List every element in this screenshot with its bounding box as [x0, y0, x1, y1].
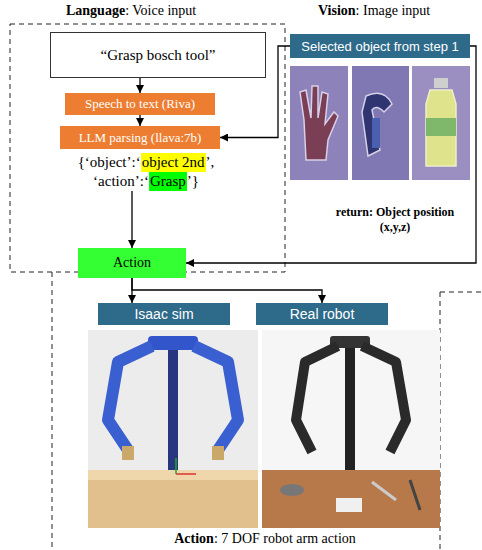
- node-text: Real robot: [290, 306, 355, 322]
- highlight: object 2nd: [141, 153, 206, 172]
- tool: [372, 482, 396, 500]
- node-text: object 2nd: [142, 153, 205, 172]
- label-row: Vision: Image input: [318, 3, 430, 19]
- node-text: Action: [113, 255, 151, 271]
- photo-background: [262, 330, 440, 470]
- node-text: Isaac sim: [134, 306, 193, 322]
- wood-top: [88, 470, 258, 480]
- bosch-tool: [362, 93, 392, 156]
- dashed-region: [10, 24, 285, 272]
- axis: [176, 473, 196, 475]
- caption-text: Vision: [318, 3, 356, 18]
- sim-background: [88, 330, 258, 528]
- dashed-line: [440, 292, 482, 293]
- object-photo: [352, 66, 409, 180]
- header-tab: Selected object from step 1: [290, 34, 470, 58]
- connector-arrow: [131, 191, 132, 248]
- label-row: Action: 7 DOF robot arm action: [174, 531, 356, 547]
- node-text: “Grasp bosch tool”: [101, 47, 216, 64]
- dashed-line: [52, 272, 53, 550]
- robot-arm: [194, 346, 238, 450]
- connector-arrow: [132, 278, 322, 303]
- node-text: {‘object’:‘: [78, 153, 141, 172]
- glove: [300, 86, 338, 160]
- header-tab: Real robot: [256, 303, 388, 325]
- node-text: Speech to text (Riva): [85, 96, 195, 112]
- object-photo: [290, 66, 348, 180]
- tool: [280, 484, 304, 496]
- table: [262, 470, 440, 528]
- object-photo: [412, 66, 470, 180]
- robot-pole: [168, 344, 178, 470]
- tool-grip: [372, 118, 380, 148]
- axis: [175, 458, 177, 474]
- caption-text: Action: [174, 531, 214, 546]
- tool: [336, 498, 362, 512]
- process-box: LLM parsing (llava:7b): [60, 126, 220, 149]
- node-text: Grasp: [150, 172, 186, 191]
- robot-shoulder: [148, 336, 198, 350]
- node-text: ‘action’:‘: [93, 172, 149, 191]
- bottle-cap: [434, 78, 448, 88]
- caption-text: : Voice input: [125, 3, 196, 18]
- bottle: [426, 90, 456, 166]
- caption-text: Language: [66, 3, 125, 18]
- process-box: Speech to text (Riva): [65, 93, 215, 115]
- caption-text: : 7 DOF robot arm action: [214, 531, 356, 546]
- node-text: ’}: [187, 172, 199, 191]
- caption-text: : Image input: [356, 3, 431, 18]
- edge-label: return: Object position (x,y,z): [320, 205, 470, 235]
- text-line: ‘action’:‘Grasp’}: [36, 172, 256, 191]
- header-tab: Isaac sim: [98, 303, 230, 325]
- wood-block: [88, 470, 258, 528]
- connector-arrow: [139, 78, 140, 93]
- action-box: Action: [78, 248, 186, 278]
- command-box: “Grasp bosch tool”: [50, 32, 266, 78]
- node-text: Selected object from step 1: [301, 39, 459, 54]
- text-line: {‘object’:‘object 2nd’,: [36, 153, 256, 172]
- robot-arm: [362, 346, 406, 452]
- node-text: LLM parsing (llava:7b): [79, 130, 202, 146]
- gripper: [212, 446, 224, 460]
- robot-arm: [296, 346, 338, 452]
- tool: [410, 480, 420, 510]
- connector-arrow: [186, 46, 476, 263]
- gripper: [122, 446, 134, 460]
- connector-arrow: [139, 115, 140, 126]
- node-text: ’,: [206, 153, 215, 172]
- robot-pole: [345, 340, 355, 470]
- bottle-label: [426, 118, 456, 136]
- json-output: {‘object’:‘object 2nd’,‘action’:‘Grasp’}: [36, 153, 256, 191]
- highlight: Grasp: [149, 172, 187, 191]
- label-row: Language: Voice input: [66, 3, 196, 19]
- robot-arm: [108, 346, 152, 450]
